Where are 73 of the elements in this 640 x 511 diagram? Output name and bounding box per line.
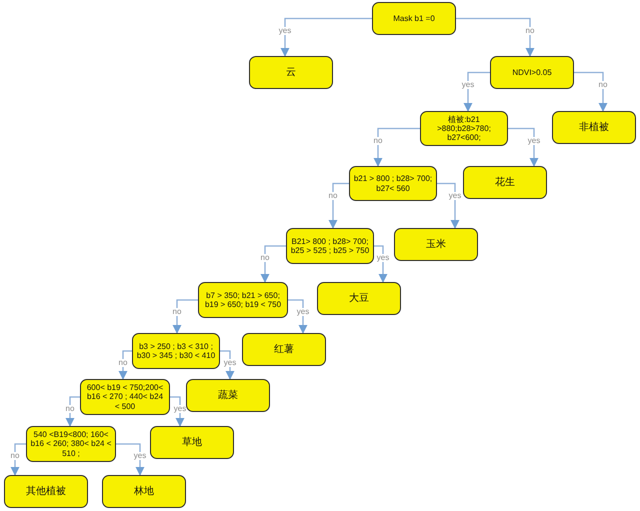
arrow: [65, 396, 80, 427]
decision-box: [249, 56, 333, 89]
arrow: [288, 299, 308, 334]
decision-box: [186, 379, 270, 412]
edge-label: no: [328, 192, 338, 200]
node-text: 云: [286, 66, 296, 78]
node-text: B21> 800 ; b28> 700; b25 > 525 ; b25 > 750: [290, 236, 370, 256]
decision-box: [372, 2, 456, 35]
decision-box: [317, 282, 401, 315]
node-text: 林地: [134, 486, 154, 498]
arrow: [328, 182, 349, 229]
decision-box: [4, 475, 88, 508]
arrow: [574, 72, 608, 112]
arrow: [172, 299, 198, 334]
node-text: 非植被: [579, 122, 609, 134]
edge-label: no: [118, 359, 128, 367]
decision-box: [102, 475, 186, 508]
node-text: 540 <B19<800; 160< b16 < 260; 380< b24 < 510 ;: [30, 430, 112, 458]
node-text: 大豆: [349, 292, 369, 304]
node-text: b21 > 800 ; b28> 700; b27< 560: [353, 174, 433, 193]
arrow: [508, 128, 539, 167]
edge-label: no: [64, 405, 76, 413]
node-text: 其他植被: [26, 486, 66, 498]
node-text: 600< b19 < 750;200< b16 < 270 ; 440< b24 < 500: [86, 383, 164, 411]
edge-label: yes: [296, 308, 310, 316]
node-text: NDVI>0.05: [512, 68, 552, 78]
arrow: [437, 182, 460, 229]
node-text: b7 > 350; b21 > 650; b19 > 650; b19 < 750: [204, 290, 282, 310]
arrow: [373, 128, 420, 167]
edge-label: yes: [376, 254, 390, 262]
arrow: [10, 443, 26, 476]
arrow: [456, 18, 535, 57]
node-text: 玉米: [426, 238, 446, 250]
decision-box: [394, 228, 478, 261]
decision-box: [286, 228, 374, 264]
decision-box: [490, 56, 574, 89]
arrow: [374, 245, 388, 283]
arrow: [280, 18, 372, 57]
edge-label: yes: [222, 359, 238, 367]
node-text: 红薯: [274, 344, 294, 356]
edge-label: yes: [278, 26, 292, 34]
decision-box: [80, 379, 170, 415]
decision-box: [132, 333, 220, 369]
arrow: [118, 350, 132, 380]
edge-label: no: [372, 136, 384, 144]
decision-box: [150, 426, 234, 459]
decision-box: [198, 282, 288, 318]
decision-box: [349, 166, 437, 201]
arrow: [220, 350, 235, 380]
edge-label: yes: [172, 405, 188, 413]
edge-label: yes: [526, 136, 542, 144]
arrow: [170, 396, 185, 427]
decision-box: [242, 333, 326, 366]
node-text: 草地: [182, 436, 202, 448]
decision-box: [420, 111, 508, 146]
node-text: b3 > 250 ; b3 < 310 ; b30 > 345 ; b30 < 410: [136, 342, 216, 360]
decision-box: [552, 111, 636, 144]
node-text: 花生: [495, 176, 515, 188]
edge-label: no: [10, 452, 20, 460]
edge-label: no: [260, 254, 270, 262]
edge-label: no: [172, 308, 182, 316]
node-text: 植被:b21 >880;b28>780; b27<600;: [436, 114, 492, 142]
node-text: Mask b1 =0: [393, 14, 435, 24]
edge-label: yes: [132, 452, 148, 460]
edge-label: no: [598, 80, 608, 88]
arrow: [463, 72, 490, 112]
decision-box: [463, 166, 547, 199]
node-text: 蔬菜: [218, 390, 238, 402]
edge-label: yes: [448, 192, 462, 200]
edge-label: yes: [460, 80, 476, 88]
arrow: [116, 443, 145, 476]
arrow: [260, 245, 286, 283]
edge-label: no: [524, 26, 536, 34]
